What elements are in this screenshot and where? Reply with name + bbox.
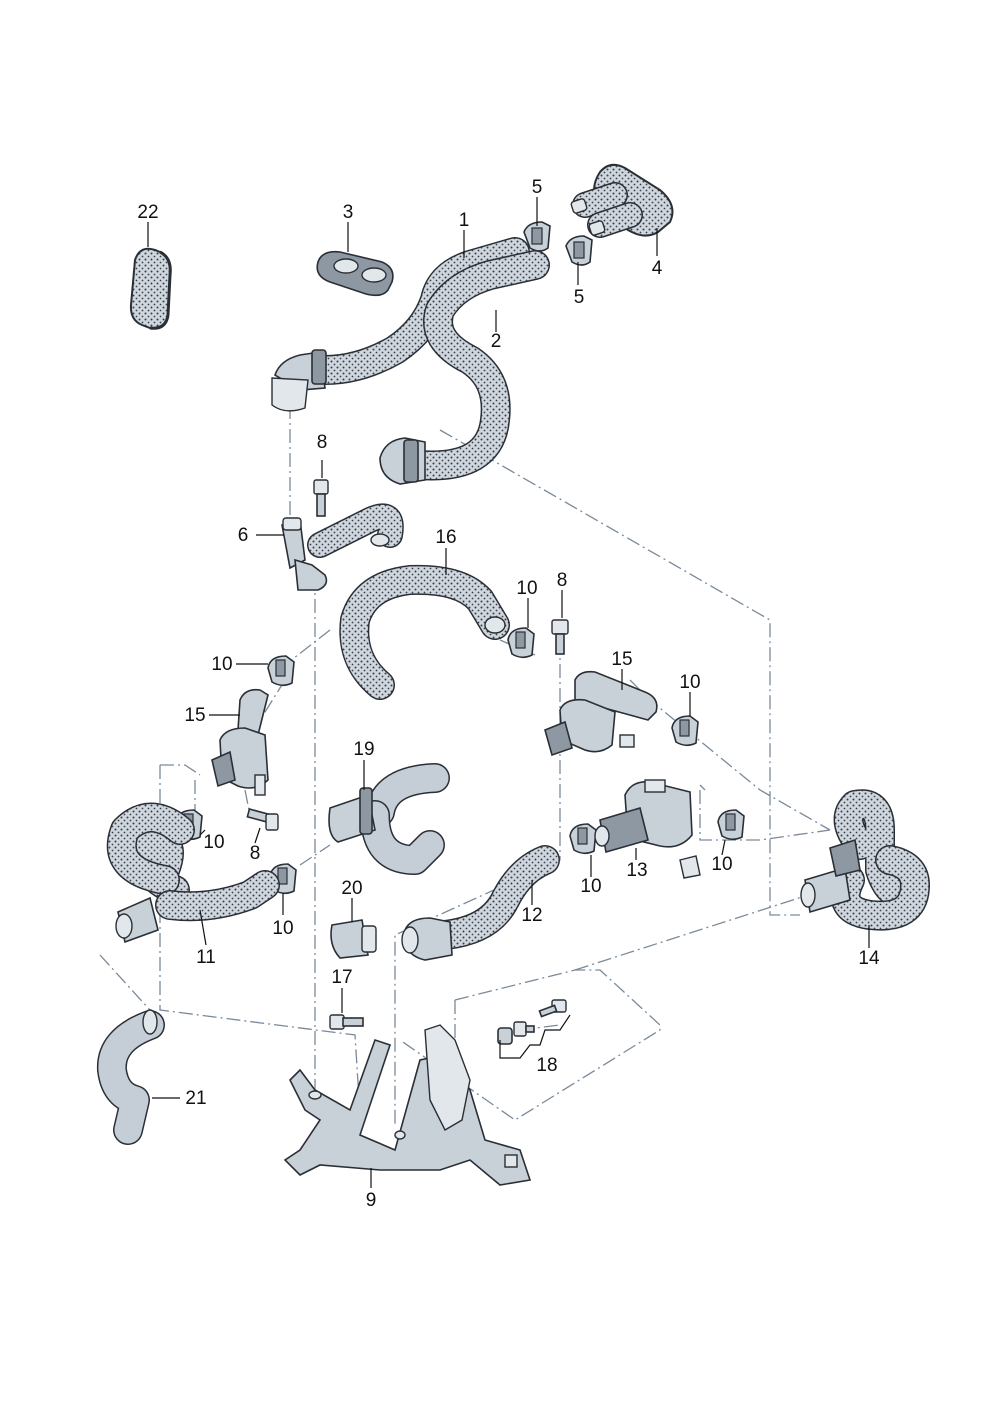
part-22-seal (129, 247, 172, 330)
label-8-upper: 8 (317, 432, 328, 453)
part-11-tee-hose (106, 802, 280, 944)
part-14-tee-hose (800, 789, 930, 931)
part-10-clamps (175, 627, 745, 895)
label-8-lower: 8 (250, 843, 261, 864)
callout-labels: 22 3 1 5 4 5 2 8 6 16 10 8 10 15 10 15 1… (137, 177, 880, 1211)
part-3-grommet (316, 250, 394, 297)
label-6: 6 (238, 525, 249, 546)
label-10-a: 10 (516, 578, 537, 599)
part-1-hose (271, 237, 530, 412)
label-4: 4 (652, 258, 663, 279)
part-15-valve-left (211, 688, 269, 796)
part-8-bolt-upper (313, 479, 329, 517)
label-2: 2 (491, 331, 502, 352)
part-6-connector (281, 503, 404, 591)
label-10-e: 10 (711, 854, 732, 875)
label-20: 20 (341, 878, 362, 899)
part-15-valve-right (544, 670, 658, 757)
part-12-hose (401, 845, 560, 961)
label-17: 17 (331, 967, 352, 988)
label-14: 14 (858, 948, 880, 969)
label-10-b: 10 (211, 654, 232, 675)
label-12: 12 (521, 905, 542, 926)
label-10-d: 10 (203, 832, 224, 853)
label-22: 22 (137, 202, 158, 223)
part-5-clamps (523, 221, 593, 266)
label-15-left: 15 (184, 705, 205, 726)
label-8-mid: 8 (557, 570, 568, 591)
label-13: 13 (626, 860, 647, 881)
part-9-bracket (283, 1024, 532, 1186)
label-19: 19 (353, 739, 374, 760)
label-21: 21 (185, 1088, 206, 1109)
label-3: 3 (343, 202, 354, 223)
leader-lines (147, 197, 870, 1188)
label-16: 16 (435, 527, 456, 548)
part-21-hose (96, 1009, 165, 1145)
label-1: 1 (459, 210, 470, 231)
part-18-fasteners (497, 999, 567, 1045)
part-2-hose (379, 250, 550, 485)
label-10-f: 10 (580, 876, 601, 897)
label-10-c: 10 (679, 672, 700, 693)
part-16-hose (339, 564, 510, 700)
label-5-lower: 5 (574, 287, 585, 308)
label-5-upper: 5 (532, 177, 543, 198)
part-13-pump (594, 779, 701, 879)
label-11: 11 (196, 947, 216, 968)
label-10-g: 10 (272, 918, 293, 939)
label-18: 18 (536, 1055, 557, 1076)
part-8-bolt-mid (551, 619, 569, 655)
label-15-right: 15 (611, 649, 632, 670)
part-19-tee-hose (328, 763, 450, 875)
part-20-connector (330, 919, 377, 959)
part-17-bolt (329, 1014, 364, 1030)
part-4-seal-flange (570, 163, 674, 238)
part-8-bolt-lower (246, 808, 279, 831)
label-9: 9 (366, 1190, 377, 1211)
